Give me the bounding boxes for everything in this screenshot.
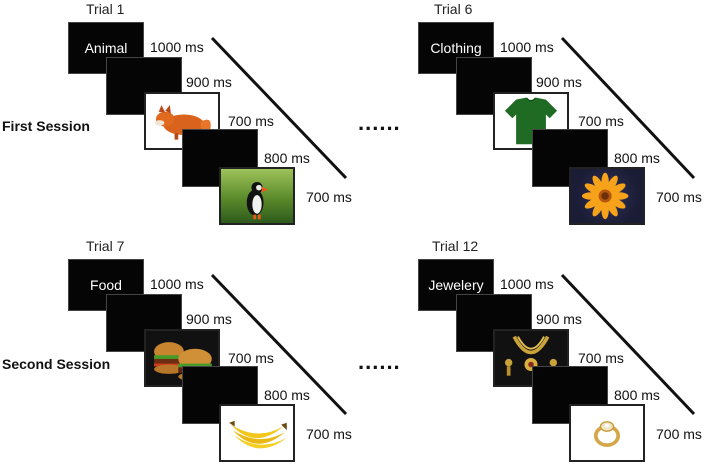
timing-label: 800 ms (614, 387, 660, 403)
timing-label: 900 ms (186, 311, 232, 327)
timing-label: 900 ms (536, 311, 582, 327)
timing-label: 700 ms (656, 426, 702, 442)
cue-word: Food (90, 277, 122, 293)
necklace-photo (493, 329, 569, 387)
puffin-photo (219, 167, 295, 225)
time-axis-line-trial-7 (210, 273, 348, 416)
timing-label: 800 ms (614, 150, 660, 166)
time-axis-line-trial-1 (210, 36, 348, 180)
timing-label: 700 ms (306, 189, 352, 205)
necklace-image (504, 335, 558, 376)
timing-label: 800 ms (264, 387, 310, 403)
trial-label-1: Trial 1 (86, 1, 125, 17)
timing-label: 700 ms (656, 189, 702, 205)
timing-label: 1000 ms (150, 276, 204, 292)
trial-label-12: Trial 12 (432, 238, 479, 254)
timing-label: 1000 ms (500, 39, 554, 55)
puffin-image (246, 182, 269, 220)
timing-label: 900 ms (536, 74, 582, 90)
ring-image (593, 421, 621, 447)
ring-photo (569, 404, 645, 462)
banana-photo (219, 404, 295, 462)
ellipsis-second-session: ...... (358, 349, 401, 374)
trial-label-6: Trial 6 (434, 1, 473, 17)
timing-label: 700 ms (578, 113, 624, 129)
timing-label: 1000 ms (500, 276, 554, 292)
time-axis-line-trial-6 (560, 36, 696, 180)
ellipsis-first-session: ...... (358, 110, 401, 135)
timing-label: 900 ms (186, 74, 232, 90)
timing-label: 800 ms (264, 150, 310, 166)
banana-image (229, 420, 287, 449)
trial-label-7: Trial 7 (86, 238, 125, 254)
cue-word: Jewelery (428, 277, 484, 293)
session-label-first: First Session (2, 118, 90, 134)
flower-image (581, 172, 629, 220)
timing-label: 700 ms (306, 426, 352, 442)
session-label-second: Second Session (2, 356, 111, 372)
timing-label: 700 ms (228, 350, 274, 366)
timing-label: 1000 ms (150, 39, 204, 55)
cue-word: Animal (84, 40, 128, 56)
orange-flower-photo (569, 167, 645, 225)
timing-label: 700 ms (578, 350, 624, 366)
timing-label: 700 ms (228, 113, 274, 129)
time-axis-line-trial-12 (560, 273, 696, 416)
cue-word: Clothing (430, 40, 482, 56)
